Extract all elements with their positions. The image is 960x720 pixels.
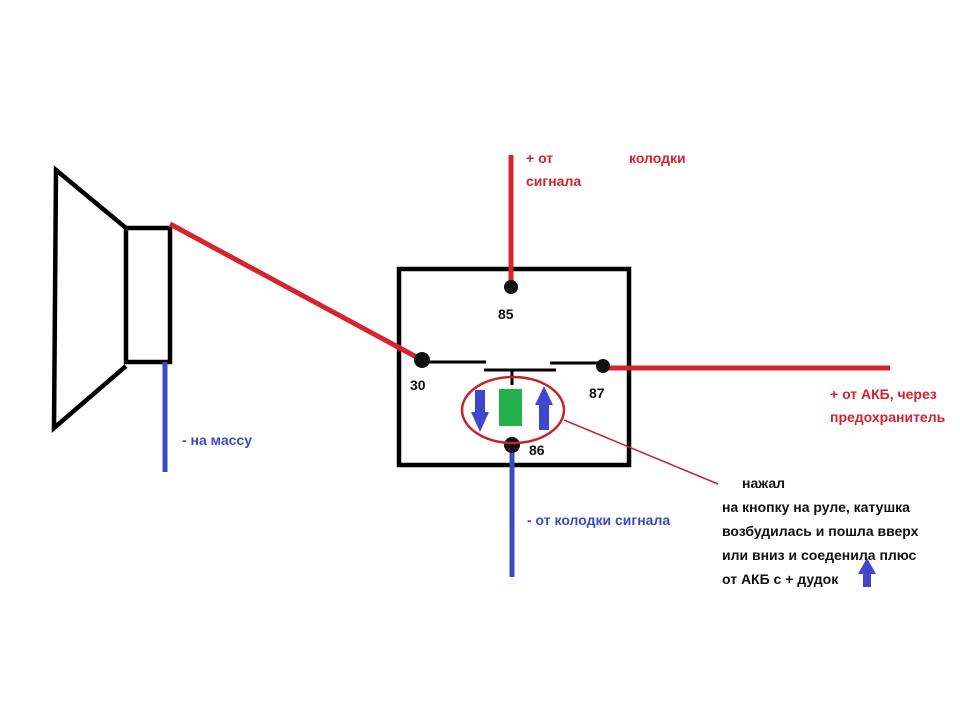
note-line-5: от АКБ с + дудок bbox=[722, 571, 839, 587]
note-line-4: или вниз и соеденила плюс bbox=[722, 547, 917, 563]
signal-label: сигнала bbox=[526, 173, 582, 189]
minus-ground-label: - на массу bbox=[182, 432, 252, 448]
note-pointer-line bbox=[563, 419, 719, 485]
relay-coil-icon bbox=[499, 389, 522, 426]
note-line-1: нажал bbox=[742, 475, 786, 491]
coil-highlight-circle bbox=[460, 375, 566, 445]
pin-87-dot bbox=[596, 359, 610, 373]
pin-86-label: 86 bbox=[529, 442, 545, 458]
pin-86-dot bbox=[504, 437, 520, 453]
positive-wire-horn bbox=[168, 221, 424, 363]
relay-pins bbox=[414, 280, 610, 453]
connector-label: колодки bbox=[629, 150, 686, 166]
explanation-note: нажал на кнопку на руле, катушка возбуди… bbox=[722, 471, 918, 591]
pin-30-dot bbox=[414, 352, 430, 368]
relay-contacts bbox=[422, 360, 603, 385]
minus-connector-label: - от колодки сигнала bbox=[527, 512, 671, 528]
relay-box bbox=[396, 266, 632, 468]
small-arrow-up-icon bbox=[858, 558, 876, 587]
arrow-down-icon bbox=[471, 390, 489, 432]
note-line-3: возбудилась и пошла вверх bbox=[722, 523, 919, 539]
arrow-up-icon bbox=[535, 386, 553, 430]
pin-85-label: 85 bbox=[498, 306, 514, 322]
pin-85-dot bbox=[504, 280, 518, 294]
horn-speaker-icon bbox=[51, 165, 173, 433]
plus-from-battery-label: + от АКБ, через bbox=[830, 386, 937, 402]
plus-from-label: + от bbox=[526, 150, 554, 166]
note-line-2: на кнопку на руле, катушка bbox=[722, 499, 910, 515]
pin-30-label: 30 bbox=[410, 377, 426, 393]
fuse-label: предохранитель bbox=[830, 409, 946, 425]
pin-87-label: 87 bbox=[589, 385, 605, 401]
